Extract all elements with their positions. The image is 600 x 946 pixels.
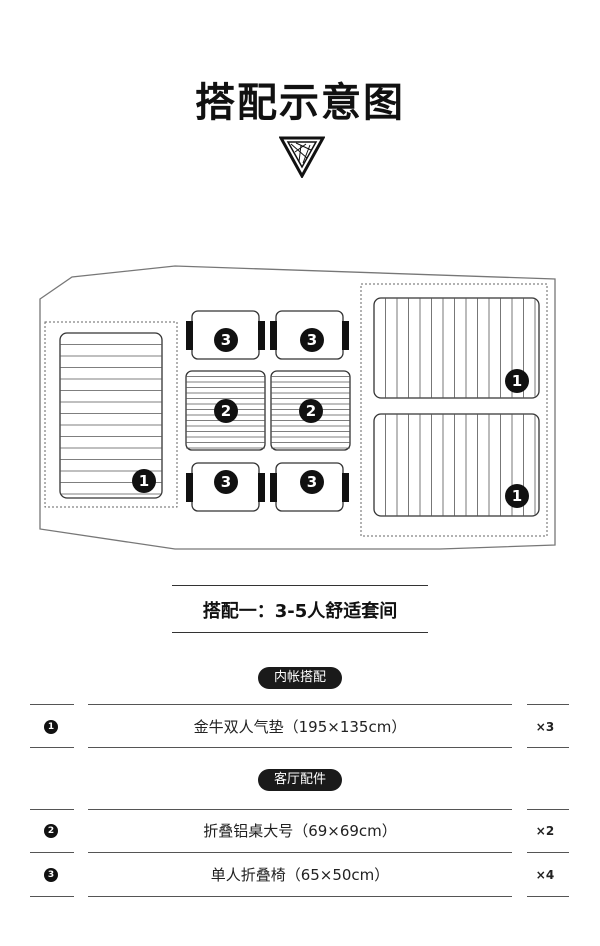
marker-chair-bottom-left: 3: [214, 470, 238, 494]
divider: [88, 704, 512, 705]
svg-text:3: 3: [307, 473, 317, 491]
item-number-badge: 3: [44, 868, 58, 882]
section-label-inner-tent: 内帐搭配: [258, 667, 342, 689]
divider: [527, 852, 569, 853]
divider: [30, 704, 74, 705]
marker-table-left: 2: [214, 399, 238, 423]
divider: [88, 896, 512, 897]
item-quantity: ×4: [535, 868, 555, 882]
inner-tent-left: [44, 321, 178, 508]
divider: [30, 852, 74, 853]
package-subtitle: 搭配一：3-5人舒适套间: [202, 601, 398, 622]
subtitle-box: 搭配一：3-5人舒适套间: [172, 585, 428, 633]
marker-chair-bottom-right: 3: [300, 470, 324, 494]
divider: [527, 809, 569, 810]
tent-outline: [39, 265, 556, 550]
svg-text:1: 1: [512, 372, 522, 390]
divider: [30, 809, 74, 810]
marker-mattress-right-top: 1: [505, 369, 529, 393]
svg-text:1: 1: [512, 487, 522, 505]
item-name: 金牛双人气垫（195×135cm）: [193, 718, 407, 736]
item-number-badge: 1: [44, 720, 58, 734]
marker-table-right: 2: [299, 399, 323, 423]
divider: [88, 809, 512, 810]
marker-chair-top-right: 3: [300, 328, 324, 352]
divider: [88, 852, 512, 853]
tent-layout-diagram: 1 1 1 2 2 3 3 3 3: [39, 265, 556, 550]
svg-text:2: 2: [306, 402, 316, 420]
mattress-right-top: [373, 297, 540, 399]
divider: [88, 747, 512, 748]
item-number-badge: 2: [44, 824, 58, 838]
svg-text:3: 3: [221, 331, 231, 349]
divider: [527, 704, 569, 705]
page-title: 搭配示意图: [195, 80, 405, 126]
inner-tent-right: [360, 283, 548, 537]
item-quantity: ×3: [535, 720, 555, 734]
marker-chair-top-left: 3: [214, 328, 238, 352]
mattress-left: [59, 332, 163, 499]
divider: [30, 747, 74, 748]
item-name: 单人折叠椅（65×50cm）: [210, 866, 390, 884]
item-name: 折叠铝桌大号（69×69cm）: [203, 822, 397, 840]
marker-mattress-right-bottom: 1: [505, 484, 529, 508]
divider: [527, 896, 569, 897]
marker-mattress-left: 1: [132, 469, 156, 493]
section-label-living-room: 客厅配件: [258, 769, 342, 791]
divider: [30, 896, 74, 897]
item-quantity: ×2: [535, 824, 555, 838]
divider: [527, 747, 569, 748]
triangle-emblem-icon: [279, 136, 325, 178]
svg-text:3: 3: [307, 331, 317, 349]
svg-text:2: 2: [221, 402, 231, 420]
svg-text:1: 1: [139, 472, 149, 490]
table-left: [185, 370, 266, 451]
svg-text:3: 3: [221, 473, 231, 491]
